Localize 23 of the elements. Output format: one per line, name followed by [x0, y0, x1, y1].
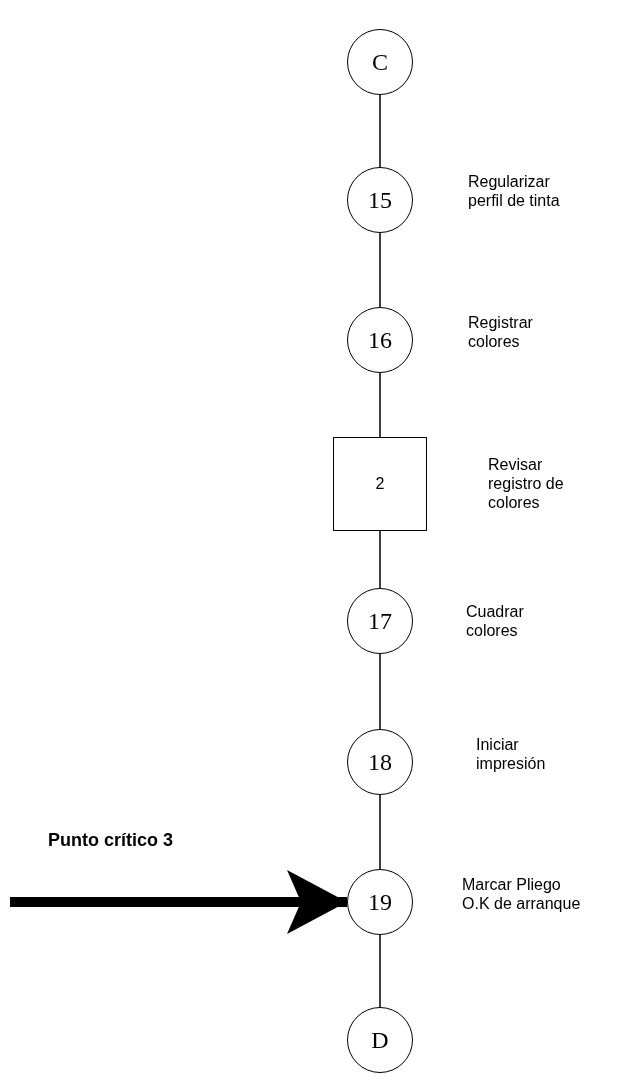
step-description: Regularizar perfil de tinta: [468, 172, 561, 210]
thick-arrow: [10, 870, 347, 934]
node-number: 2: [375, 475, 385, 493]
connector-line: [379, 232, 381, 308]
inspection-square: [333, 437, 427, 531]
step-description: Iniciar impresión: [476, 735, 547, 773]
node-number: C: [372, 48, 388, 76]
connector-line: [379, 94, 381, 168]
step-description: Marcar Pliego O.K de arranque: [462, 875, 582, 913]
connector-line: [379, 530, 381, 589]
node-number: 19: [368, 888, 392, 916]
step-description: Cuadrar colores: [466, 602, 525, 640]
step-description: Revisar registro de colores: [488, 455, 565, 512]
connector-line: [379, 794, 381, 870]
node-number: D: [371, 1026, 389, 1054]
node-number: 16: [368, 326, 392, 354]
step-description: Registrar colores: [468, 313, 534, 351]
connector-line: [379, 934, 381, 1008]
node-number: 17: [368, 607, 392, 635]
connector-line: [379, 653, 381, 730]
node-number: 18: [368, 748, 392, 776]
node-number: 15: [368, 186, 392, 214]
connector-line: [379, 372, 381, 438]
